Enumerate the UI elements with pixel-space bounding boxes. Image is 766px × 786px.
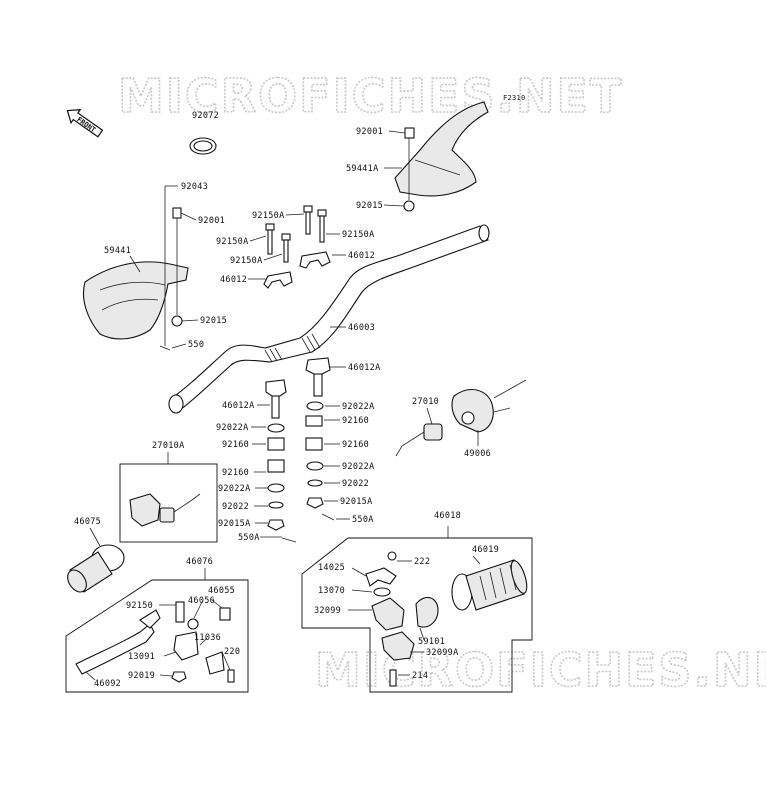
label-46012A-left: 46012A bbox=[222, 401, 255, 411]
label-46055: 46055 bbox=[208, 586, 235, 596]
label-11036: 11036 bbox=[194, 633, 221, 643]
label-92160-2: 92160 bbox=[222, 440, 249, 450]
label-27010A: 27010A bbox=[152, 441, 185, 451]
label-13070: 13070 bbox=[318, 586, 345, 596]
label-92150A-3: 92150A bbox=[342, 230, 375, 240]
label-92072: 92072 bbox=[192, 111, 219, 121]
label-46075: 46075 bbox=[74, 517, 101, 527]
label-49006: 49006 bbox=[464, 449, 491, 459]
label-92150: 92150 bbox=[126, 601, 153, 611]
clamp-46012-left bbox=[263, 271, 293, 289]
bolt-92001-left bbox=[172, 207, 182, 219]
box-46018 bbox=[301, 537, 533, 693]
switch-27010 bbox=[395, 423, 443, 457]
nut-92015-right bbox=[403, 200, 415, 212]
label-92160-4: 92160 bbox=[222, 468, 249, 478]
label-92022-2: 92022 bbox=[222, 502, 249, 512]
grip-46019 bbox=[451, 559, 528, 611]
label-92022A-2: 92022A bbox=[216, 423, 249, 433]
label-92043: 92043 bbox=[181, 182, 208, 192]
throttle-cover-49006 bbox=[451, 379, 527, 433]
label-92022A-4: 92022A bbox=[218, 484, 251, 494]
clamp-46012-right bbox=[299, 251, 331, 269]
label-550A-1: 550A bbox=[352, 515, 374, 525]
label-92015-left: 92015 bbox=[200, 316, 227, 326]
label-59101: 59101 bbox=[418, 637, 445, 647]
front-arrow-icon: FRONT bbox=[66, 109, 104, 138]
left-handguard bbox=[82, 261, 189, 340]
label-92001-right: 92001 bbox=[356, 127, 383, 137]
clamp-46012A-left bbox=[265, 379, 287, 419]
label-92150A-4: 92150A bbox=[230, 256, 263, 266]
right-handguard bbox=[394, 101, 489, 197]
nut-92015-left bbox=[171, 315, 183, 327]
mount-stack-left bbox=[267, 423, 297, 543]
label-32099A: 32099A bbox=[426, 648, 459, 658]
label-92160-3: 92160 bbox=[342, 440, 369, 450]
label-46012-left: 46012 bbox=[220, 275, 247, 285]
mount-stack-right bbox=[305, 401, 335, 521]
label-92150A-1: 92150A bbox=[252, 211, 285, 221]
watermark-top: MICROFICHES.NET bbox=[118, 69, 623, 123]
label-92001-left: 92001 bbox=[198, 216, 225, 226]
label-92160-1: 92160 bbox=[342, 416, 369, 426]
clamp-46012A-right bbox=[305, 357, 331, 397]
watermark-bottom: MICROFICHES.NET bbox=[315, 643, 766, 697]
box-27010A bbox=[119, 463, 218, 543]
label-222: 222 bbox=[414, 557, 430, 567]
label-92022-1: 92022 bbox=[342, 479, 369, 489]
label-13091: 13091 bbox=[128, 652, 155, 662]
bolt-92001-right bbox=[404, 127, 415, 139]
label-550: 550 bbox=[188, 340, 204, 350]
label-27010: 27010 bbox=[412, 397, 439, 407]
label-92019: 92019 bbox=[128, 671, 155, 681]
label-46076: 46076 bbox=[186, 557, 213, 567]
figure-code: F2310 bbox=[503, 94, 526, 102]
label-550A-2: 550A bbox=[238, 533, 260, 543]
label-92022A-1: 92022A bbox=[342, 402, 375, 412]
throttle-parts bbox=[365, 551, 439, 687]
label-46092: 46092 bbox=[94, 679, 121, 689]
label-59441A: 59441A bbox=[346, 164, 379, 174]
label-14025: 14025 bbox=[318, 563, 345, 573]
clamp-bolts-92150A bbox=[265, 205, 327, 263]
label-92022A-3: 92022A bbox=[342, 462, 375, 472]
handlebar bbox=[168, 224, 490, 414]
box-46076 bbox=[65, 579, 249, 693]
label-214: 214 bbox=[412, 671, 428, 681]
clamp-92072 bbox=[189, 137, 217, 155]
switch-27010A bbox=[129, 493, 201, 527]
label-92015A-1: 92015A bbox=[340, 497, 373, 507]
label-46019: 46019 bbox=[472, 545, 499, 555]
label-46003: 46003 bbox=[348, 323, 375, 333]
label-46018: 46018 bbox=[434, 511, 461, 521]
label-92015A-2: 92015A bbox=[218, 519, 251, 529]
grip-46075 bbox=[67, 544, 125, 593]
lever-46092 bbox=[75, 609, 161, 675]
label-32099: 32099 bbox=[314, 606, 341, 616]
label-220: 220 bbox=[224, 647, 240, 657]
label-46056: 46056 bbox=[188, 596, 215, 606]
leader-lines bbox=[85, 130, 481, 681]
label-59441: 59441 bbox=[104, 246, 131, 256]
label-46012-right: 46012 bbox=[348, 251, 375, 261]
label-92150A-2: 92150A bbox=[216, 237, 249, 247]
lever-bracket bbox=[171, 601, 235, 683]
label-46012A-right: 46012A bbox=[348, 363, 381, 373]
label-92015-right: 92015 bbox=[356, 201, 383, 211]
